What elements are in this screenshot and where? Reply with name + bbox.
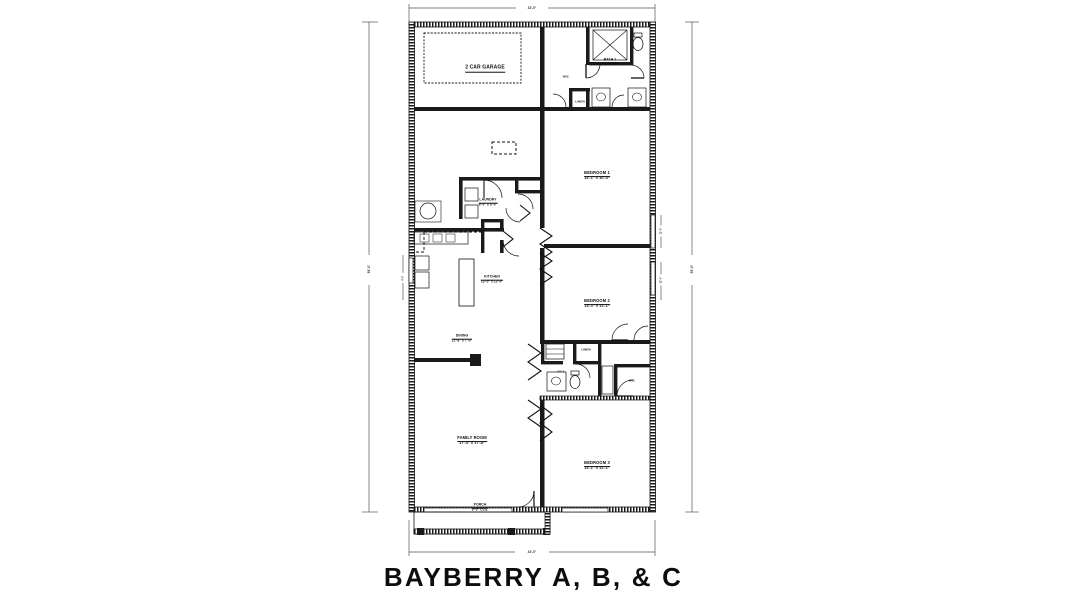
closet-label-wic-2: W/C [628,378,636,383]
closet-label-wic-1: W/C [562,74,570,79]
room-label-bath2: BA 2 [557,369,565,374]
room-label-family-room: FAMILY ROOM 17'-4" x 17'-8" [457,435,487,446]
garage-area [414,27,545,111]
porch-area [413,511,551,535]
room-label-garage: 2 CAR GARAGE [465,64,505,73]
room-label-bedroom1: BEDROOM 1 14'-1" x 10'-3" [584,170,610,181]
dimension-left: 59'-0" [367,262,371,276]
room-label-porch: PORCH 9'-0" CLG. [471,502,489,512]
living-area [414,354,542,513]
bath1-block [544,27,650,111]
dimension-right-small-a: 12'-0" [659,225,663,237]
bedroom3-walls [539,400,609,513]
dimension-top: 33'-0" [525,6,539,10]
bath2-block [527,343,651,401]
kitchen-laundry-block [408,141,541,307]
room-label-bedroom3: BEDROOM 3 14'-1" x 12'-1" [584,460,610,471]
room-label-kitchen: KITCHEN 13'-0" x 12'-0" [480,274,504,284]
bedroom2-walls [539,248,656,344]
room-label-laundry: LAUNDRY 8'-0" x 6'-0" [478,197,498,207]
dimension-right: 59'-0" [690,262,694,276]
room-label-dining: DINING 12'-8" x 7'-0" [451,333,473,343]
bedroom1-walls [539,111,656,261]
closet-label-linen-2: LINEN [524,177,534,182]
dimension-bottom: 43'-0" [525,550,539,554]
room-label-bath1: BATH 1 8'-3" x 5'-4" [600,57,620,67]
room-label-bedroom2: BEDROOM 2 14'-1" x 11'-1" [584,298,610,309]
dimension-right-small-b: 12'-0" [659,274,663,286]
closet-label-linen-1: LINEN [575,99,585,104]
page-title: BAYBERRY A, B, & C [383,562,684,592]
dimension-left-small-a: 4'-0" [401,273,405,283]
exterior-walls [408,21,656,513]
closet-label-linen-3: LINEN [581,347,591,352]
